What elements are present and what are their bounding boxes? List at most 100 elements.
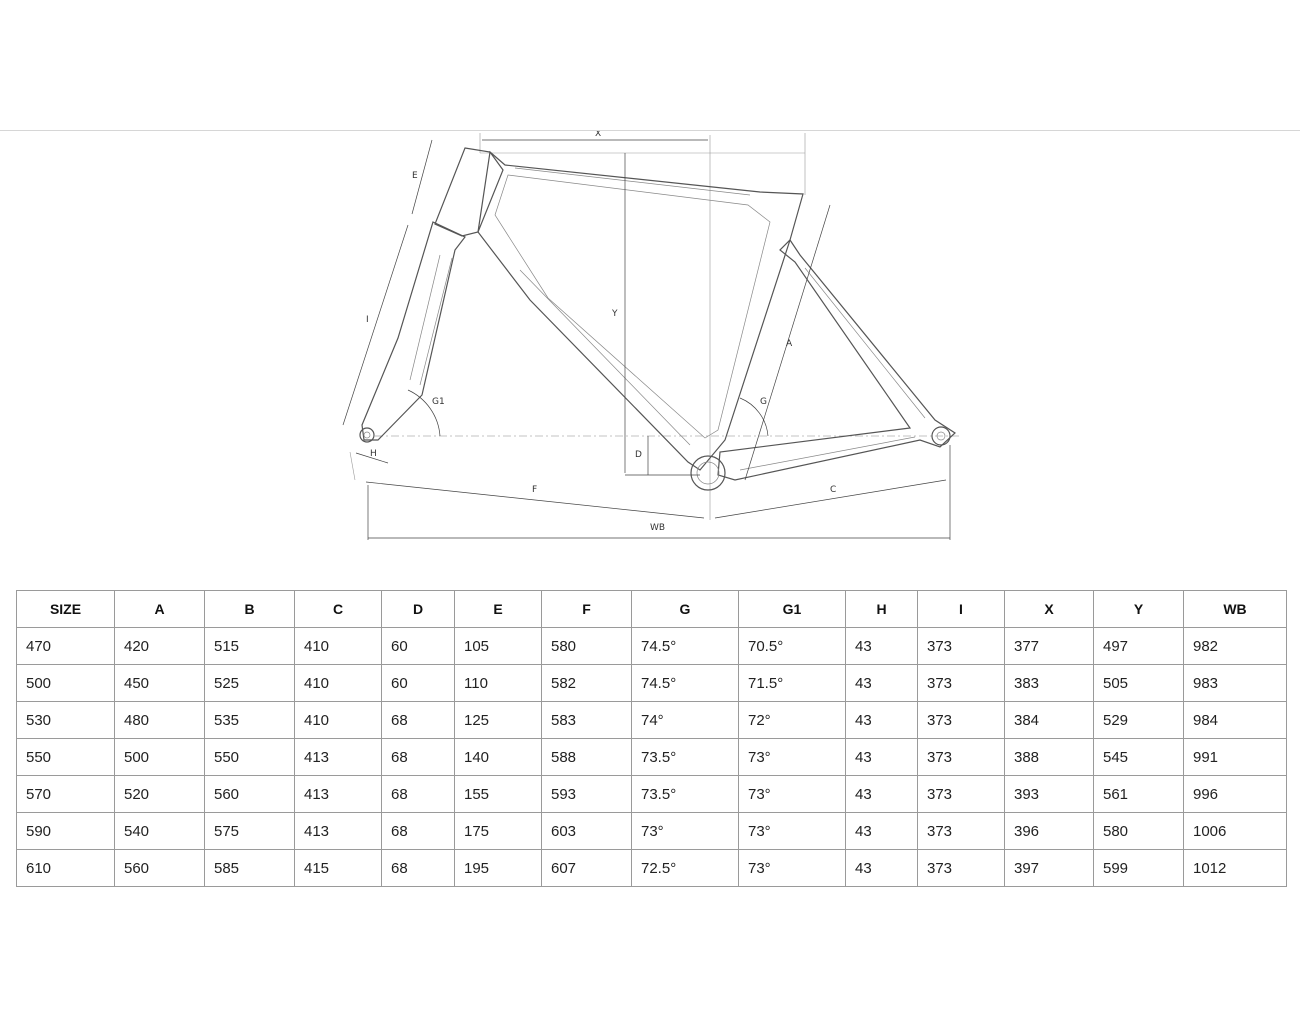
- header-a: A: [114, 590, 205, 628]
- table-cell: 470: [16, 627, 115, 665]
- dimension-lines: [342, 139, 951, 540]
- header-c: C: [294, 590, 382, 628]
- header-g1: G1: [738, 590, 846, 628]
- table-cell: 415: [294, 849, 382, 887]
- table-cell: 73.5°: [631, 775, 739, 813]
- table-cell: 72°: [738, 701, 846, 739]
- table-header-row: SIZE A B C D E F G G1 H I X Y WB: [16, 590, 1287, 628]
- table-cell: 43: [845, 738, 918, 776]
- table-cell: 450: [114, 664, 205, 702]
- header-f: F: [541, 590, 632, 628]
- label-c: C: [830, 485, 836, 495]
- header-y: Y: [1093, 590, 1184, 628]
- label-e: E: [412, 171, 418, 181]
- table-cell: 43: [845, 849, 918, 887]
- table-cell: 373: [917, 738, 1005, 776]
- table-cell: 68: [381, 775, 455, 813]
- table-cell: 74°: [631, 701, 739, 739]
- table-cell: 60: [381, 664, 455, 702]
- table-cell: 373: [917, 812, 1005, 850]
- table-cell: 373: [917, 664, 1005, 702]
- label-f: F: [532, 485, 537, 495]
- table-cell: 384: [1004, 701, 1094, 739]
- table-cell: 373: [917, 701, 1005, 739]
- table-cell: 603: [541, 812, 632, 850]
- table-cell: 125: [454, 701, 542, 739]
- table-cell: 593: [541, 775, 632, 813]
- table-cell: 73°: [738, 775, 846, 813]
- header-e: E: [454, 590, 542, 628]
- rear-triangle: [717, 239, 956, 481]
- table-cell: 373: [917, 849, 1005, 887]
- table-cell: 140: [454, 738, 542, 776]
- table-cell: 175: [454, 812, 542, 850]
- table-cell: 500: [114, 738, 205, 776]
- table-cell: 155: [454, 775, 542, 813]
- label-h: H: [370, 449, 377, 459]
- label-g: G: [760, 397, 767, 407]
- table-cell: 73°: [738, 812, 846, 850]
- table-cell: 410: [294, 627, 382, 665]
- label-y: Y: [611, 309, 618, 319]
- table-cell: 610: [16, 849, 115, 887]
- table-cell: 70.5°: [738, 627, 846, 665]
- label-g1: G1: [432, 397, 445, 407]
- table-cell: 383: [1004, 664, 1094, 702]
- table-cell: 991: [1183, 738, 1287, 776]
- table-cell: 505: [1093, 664, 1184, 702]
- table-cell: 413: [294, 775, 382, 813]
- table-cell: 393: [1004, 775, 1094, 813]
- table-cell: 60: [381, 627, 455, 665]
- label-d: D: [635, 450, 642, 460]
- table-cell: 530: [16, 701, 115, 739]
- guide-lines: [349, 133, 960, 520]
- header-b: B: [204, 590, 295, 628]
- table-cell: 68: [381, 812, 455, 850]
- table-cell: 580: [1093, 812, 1184, 850]
- table-cell: 420: [114, 627, 205, 665]
- table-cell: 71.5°: [738, 664, 846, 702]
- table-cell: 1012: [1183, 849, 1287, 887]
- table-cell: 68: [381, 849, 455, 887]
- table-cell: 43: [845, 812, 918, 850]
- table-cell: 560: [204, 775, 295, 813]
- main-triangle: [477, 150, 804, 471]
- table-cell: 560: [114, 849, 205, 887]
- table-cell: 982: [1183, 627, 1287, 665]
- table-cell: 72.5°: [631, 849, 739, 887]
- label-a: A: [786, 339, 793, 349]
- table-cell: 545: [1093, 738, 1184, 776]
- table-cell: 68: [381, 701, 455, 739]
- table-cell: 525: [204, 664, 295, 702]
- table-cell: 515: [204, 627, 295, 665]
- table-cell: 373: [917, 775, 1005, 813]
- table-cell: 43: [845, 664, 918, 702]
- header-size: SIZE: [16, 590, 115, 628]
- header-wb: WB: [1183, 590, 1287, 628]
- table-cell: 561: [1093, 775, 1184, 813]
- table-cell: 73°: [631, 812, 739, 850]
- table-cell: 500: [16, 664, 115, 702]
- table-cell: 550: [204, 738, 295, 776]
- table-cell: 1006: [1183, 812, 1287, 850]
- table-cell: 73.5°: [631, 738, 739, 776]
- header-d: D: [381, 590, 455, 628]
- table-cell: 43: [845, 701, 918, 739]
- table-cell: 74.5°: [631, 664, 739, 702]
- fork: [359, 221, 466, 443]
- table-cell: 396: [1004, 812, 1094, 850]
- table-cell: 43: [845, 627, 918, 665]
- label-i: I: [366, 315, 369, 325]
- table-cell: 983: [1183, 664, 1287, 702]
- frame-geometry-diagram: X Y E I A G G1 D H F C WB: [342, 131, 960, 540]
- table-cell: 607: [541, 849, 632, 887]
- table-cell: 195: [454, 849, 542, 887]
- table-cell: 413: [294, 738, 382, 776]
- header-x: X: [1004, 590, 1094, 628]
